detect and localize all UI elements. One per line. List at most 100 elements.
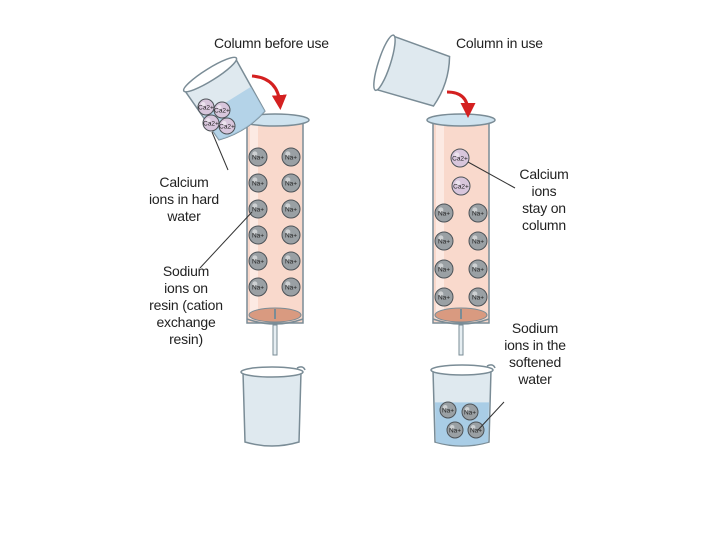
- ion-symbol: Na+: [252, 233, 264, 240]
- left-collecting-beaker-rim: [240, 366, 304, 378]
- sodium-ion: Na+: [248, 173, 268, 193]
- sodium-ion: Na+: [468, 203, 488, 223]
- sodium-ion: Na+: [467, 421, 485, 439]
- ion-highlight: [285, 203, 291, 209]
- sodium-ion: Na+: [281, 199, 301, 219]
- sodium-ion: Na+: [439, 401, 457, 419]
- sodium-ion: Na+: [248, 277, 268, 297]
- title-column-before-use: Column before use: [214, 35, 329, 51]
- ion-highlight: [442, 404, 448, 410]
- ion-highlight: [285, 151, 291, 157]
- ions-layer: Na+ Na+ Na+ Na+ Na+ Na+ Na+ Na+ Na+ Na+ Na+ Na+ Ca2+…: [197, 98, 488, 439]
- calcium-ion: Ca2+: [451, 176, 471, 196]
- left-pouring-beaker-rim: [182, 56, 238, 93]
- label-line: Calcium: [159, 174, 209, 190]
- ion-highlight: [470, 424, 476, 430]
- label-line: exchange: [156, 314, 216, 330]
- pour-arrow-right: [446, 90, 476, 118]
- sodium-ion: Na+: [434, 259, 454, 279]
- right-softened-beaker-spout: [486, 364, 496, 369]
- ion-highlight: [472, 291, 478, 297]
- ion-highlight: [438, 291, 444, 297]
- ion-highlight: [472, 235, 478, 241]
- right-column-bottom: [432, 318, 490, 325]
- label-line: resin (cation: [149, 297, 223, 313]
- ion-highlight: [216, 104, 222, 110]
- ion-highlight: [438, 235, 444, 241]
- ion-symbol: Na+: [442, 408, 454, 415]
- sodium-ion: Na+: [461, 403, 479, 421]
- ion-symbol: Ca2+: [453, 184, 469, 191]
- left-collecting-beaker-spout: [296, 366, 306, 371]
- ion-highlight: [285, 177, 291, 183]
- left-column-highlight: [250, 122, 258, 319]
- sodium-ion: Na+: [434, 231, 454, 251]
- label-line: ions: [531, 183, 557, 199]
- sodium-ion: Na+: [468, 231, 488, 251]
- ion-highlight: [252, 255, 258, 261]
- ion-highlight: [454, 152, 460, 158]
- ion-symbol: Na+: [438, 267, 450, 274]
- ion-symbol: Na+: [470, 428, 482, 435]
- pointer-calcium-hard-water: [211, 131, 229, 171]
- ion-symbol: Na+: [285, 207, 297, 214]
- label-sodium-softened: Sodium ions in the softened water: [490, 320, 580, 388]
- pointer-calcium-stay: [467, 161, 516, 189]
- ion-symbol: Ca2+: [219, 124, 235, 131]
- ion-symbol: Na+: [449, 428, 461, 435]
- calcium-ion: Ca2+: [218, 117, 236, 135]
- ion-symbol: Na+: [438, 239, 450, 246]
- ion-symbol: Na+: [252, 207, 264, 214]
- sodium-ion: Na+: [434, 287, 454, 307]
- right-outlet-tube: [458, 324, 464, 356]
- ion-symbol: Na+: [285, 259, 297, 266]
- label-line: Calcium: [519, 166, 569, 182]
- label-line: water: [518, 371, 552, 387]
- ion-highlight: [200, 101, 206, 107]
- label-line: column: [522, 217, 566, 233]
- right-softened-beaker-rim: [430, 364, 494, 376]
- ion-highlight: [472, 263, 478, 269]
- label-line: ions in hard: [149, 191, 219, 207]
- sodium-ion: Na+: [248, 199, 268, 219]
- ion-highlight: [252, 151, 258, 157]
- ion-highlight: [252, 229, 258, 235]
- ion-symbol: Ca2+: [214, 108, 230, 115]
- ion-symbol: Na+: [252, 259, 264, 266]
- ion-symbol: Na+: [472, 211, 484, 218]
- label-calcium-stay: Calcium ions stay on column: [508, 166, 580, 234]
- sodium-ion: Na+: [434, 203, 454, 223]
- label-line: softened: [508, 354, 562, 370]
- sodium-ion: Na+: [281, 225, 301, 245]
- ion-highlight: [438, 207, 444, 213]
- left-column-bottom: [246, 318, 304, 325]
- right-pouring-beaker-rim: [373, 34, 396, 92]
- ion-highlight: [252, 177, 258, 183]
- calcium-ion: Ca2+: [202, 114, 220, 132]
- ion-highlight: [449, 424, 455, 430]
- ion-symbol: Na+: [472, 267, 484, 274]
- calcium-ion: Ca2+: [450, 148, 470, 168]
- ion-highlight: [205, 117, 211, 123]
- sodium-ion: Na+: [248, 147, 268, 167]
- sodium-ion: Na+: [468, 287, 488, 307]
- ion-symbol: Ca2+: [203, 121, 219, 128]
- right-column-rim: [426, 113, 496, 127]
- ion-highlight: [252, 203, 258, 209]
- ion-symbol: Na+: [285, 285, 297, 292]
- sodium-ion: Na+: [281, 251, 301, 271]
- ion-highlight: [285, 229, 291, 235]
- ion-symbol: Na+: [464, 410, 476, 417]
- ion-symbol: Na+: [252, 285, 264, 292]
- calcium-ion: Ca2+: [197, 98, 215, 116]
- ion-symbol: Na+: [438, 295, 450, 302]
- left-collecting-beaker-body: [242, 371, 302, 447]
- label-calcium-hard-water: Calcium ions in hard water: [140, 174, 228, 225]
- ion-highlight: [438, 263, 444, 269]
- ion-symbol: Ca2+: [452, 156, 468, 163]
- pointer-lines: [199, 131, 516, 431]
- label-line: stay on: [522, 200, 566, 216]
- ion-symbol: Na+: [438, 211, 450, 218]
- ion-highlight: [285, 255, 291, 261]
